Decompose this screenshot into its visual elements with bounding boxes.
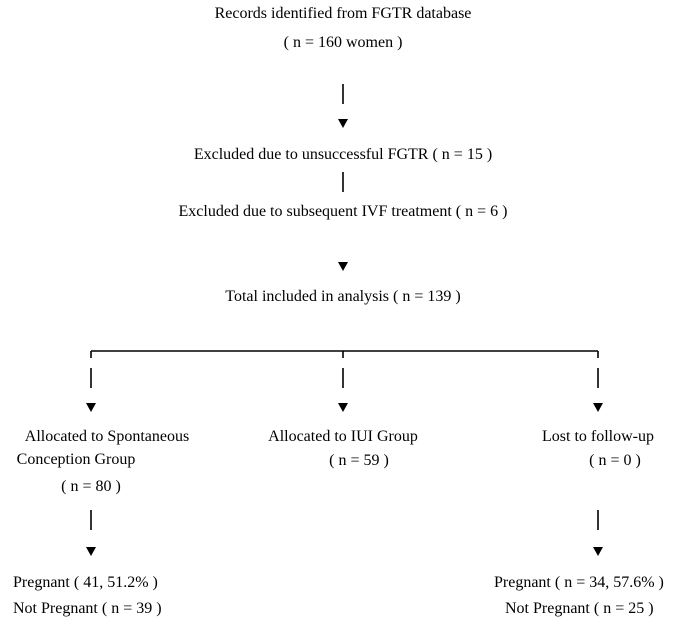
arrow-to-spontaneous-outcome	[86, 547, 96, 556]
excluded-ivf-label: Excluded due to subsequent IVF treatment…	[178, 203, 508, 220]
total-included-label: Total included in analysis ( n = 139 )	[225, 288, 461, 305]
lost-followup-title: Lost to follow-up	[542, 428, 654, 445]
records-title: Records identified from FGTR database	[214, 5, 472, 22]
iui-not-pregnant: Not Pregnant ( n = 25 )	[505, 600, 654, 617]
spontaneous-group-subtitle: Conception Group	[16, 451, 136, 468]
iui-pregnant: Pregnant ( n = 34, 57.6% )	[494, 574, 664, 591]
arrow-to-iui	[338, 403, 348, 412]
arrow-to-excluded-fgtr	[338, 119, 348, 128]
arrow-to-iui-outcome	[593, 547, 603, 556]
excluded-fgtr-label: Excluded due to unsuccessful FGTR ( n = …	[193, 146, 493, 163]
spontaneous-group-count: ( n = 80 )	[61, 478, 121, 495]
arrow-to-spontaneous	[86, 403, 96, 412]
lost-followup-count: ( n = 0 )	[589, 452, 641, 469]
spontaneous-not-pregnant: Not Pregnant ( n = 39 )	[13, 600, 162, 617]
spontaneous-group-title: Allocated to Spontaneous	[24, 428, 190, 445]
spontaneous-pregnant: Pregnant ( 41, 51.2% )	[13, 574, 158, 591]
iui-group-title: Allocated to IUI Group	[268, 428, 418, 445]
records-count: ( n = 160 women )	[283, 34, 403, 51]
arrow-to-total	[338, 262, 348, 271]
arrow-to-lost	[593, 403, 603, 412]
iui-group-count: ( n = 59 )	[329, 452, 389, 469]
